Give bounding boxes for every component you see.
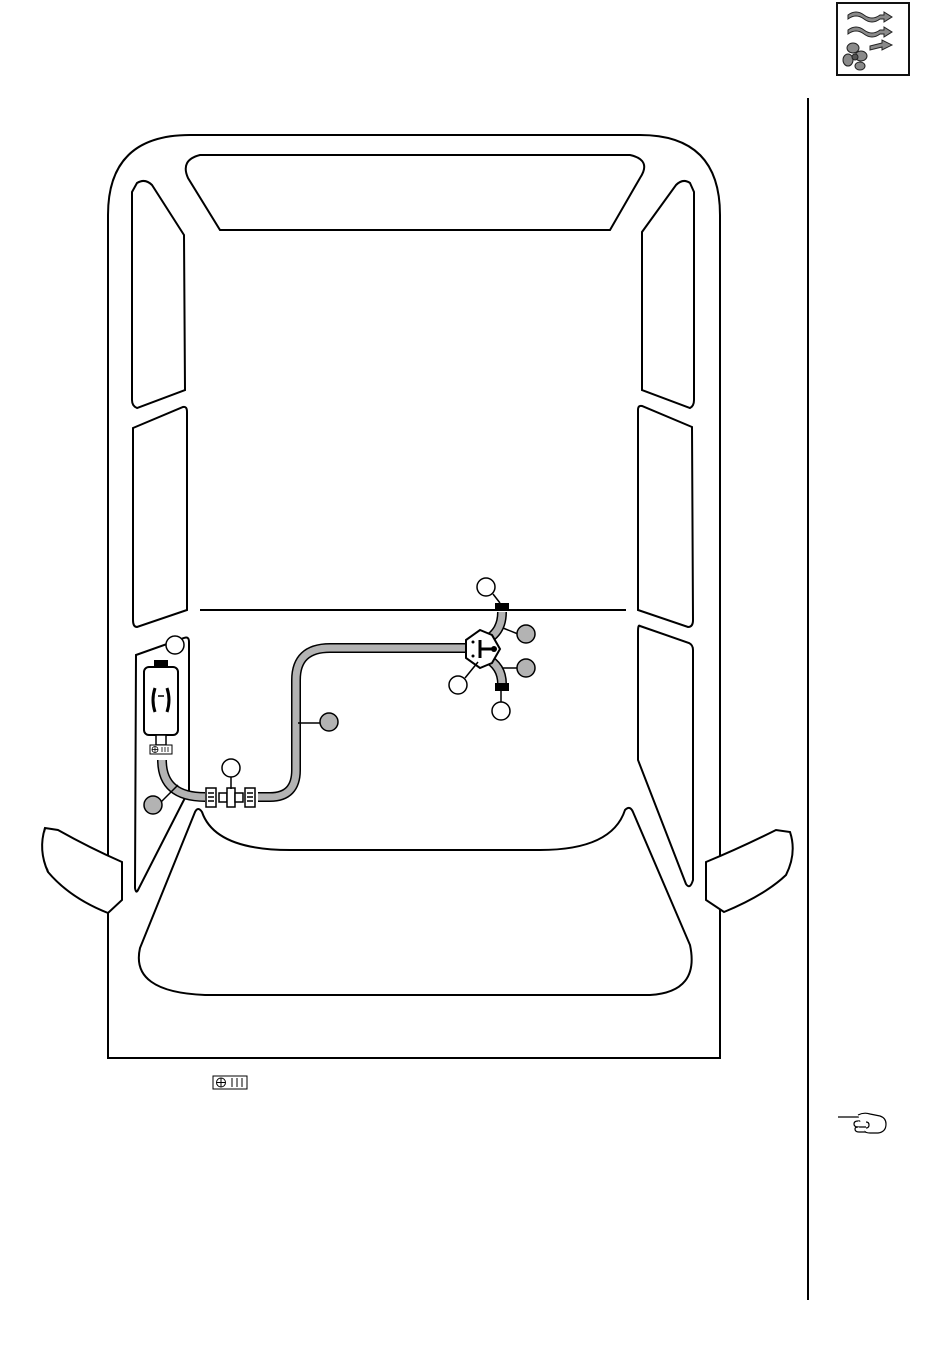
heater-unit bbox=[144, 660, 178, 754]
air-duct-long bbox=[258, 648, 465, 797]
air-duct-short bbox=[162, 760, 205, 797]
heater-symbol-icon bbox=[150, 745, 172, 754]
outlet-bottom bbox=[495, 683, 509, 691]
outlet-top bbox=[495, 603, 509, 611]
distributor-callout bbox=[449, 662, 478, 694]
connector-callout bbox=[222, 759, 240, 789]
vehicle-outline bbox=[108, 135, 720, 1058]
heater-outlet-callout bbox=[166, 636, 184, 654]
hose-short-callout bbox=[144, 785, 178, 814]
duct-connector bbox=[206, 788, 255, 807]
footer-heater-symbol-icon bbox=[213, 1076, 247, 1089]
branch-bottom-callout bbox=[503, 659, 535, 677]
outlet-bottom-callout bbox=[492, 691, 510, 720]
left-mirror bbox=[42, 828, 122, 913]
hose-long-callout bbox=[298, 713, 338, 731]
outlet-top-callout bbox=[477, 578, 500, 603]
heating-fan-icon bbox=[837, 3, 909, 75]
branch-top-callout bbox=[503, 625, 535, 643]
pointing-hand-icon bbox=[836, 1108, 890, 1138]
callouts bbox=[144, 578, 535, 814]
